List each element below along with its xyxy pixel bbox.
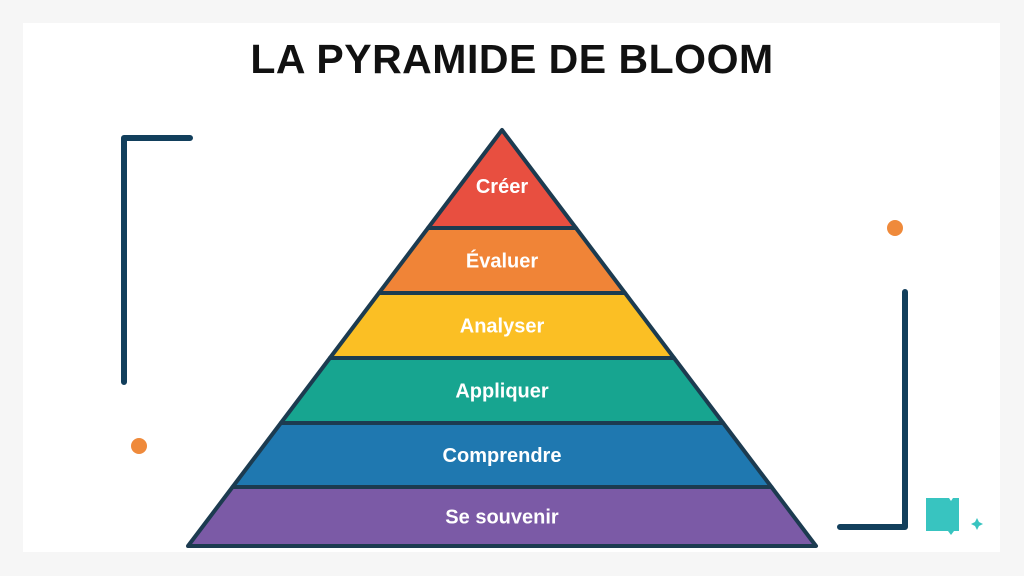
book-logo-icon xyxy=(926,498,983,535)
pyramid-level-label: Comprendre xyxy=(443,445,562,467)
dot-right xyxy=(887,220,903,236)
bracket-bottom-right xyxy=(837,289,908,530)
pyramid-level-label: Créer xyxy=(476,176,528,198)
bracket-top-left xyxy=(121,135,193,385)
dot-left xyxy=(131,438,147,454)
page-title: LA PYRAMIDE DE BLOOM xyxy=(250,36,774,82)
pyramid-level-label: Se souvenir xyxy=(445,507,559,529)
pyramid-level-label: Appliquer xyxy=(455,381,549,403)
pyramid-level-label: Évaluer xyxy=(466,250,538,273)
pyramid-level-label: Analyser xyxy=(460,316,545,338)
pyramid-level-6 xyxy=(186,485,818,548)
